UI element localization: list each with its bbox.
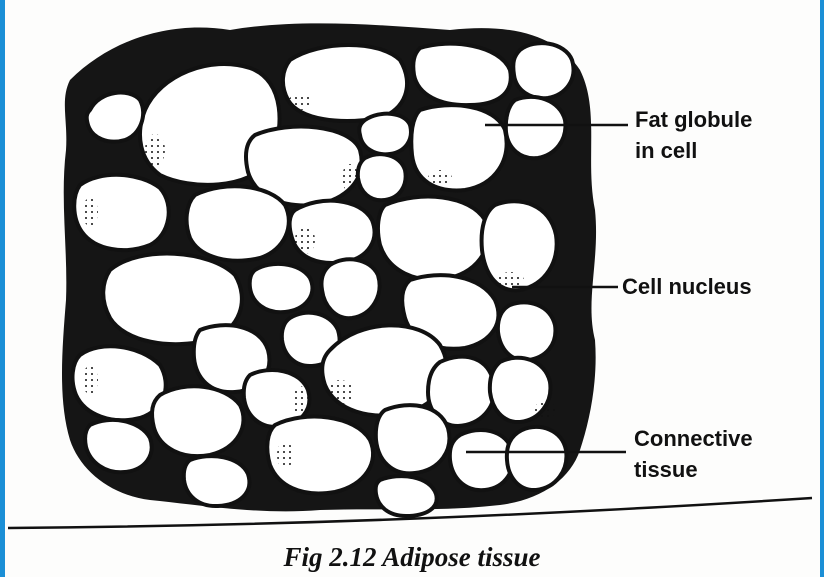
fat-cell [247,261,315,315]
fat-cell [265,414,376,496]
fat-cell [319,257,382,321]
label-fat-globule-line2: in cell [635,138,697,163]
fat-cell [357,111,413,157]
caption-divider-line [7,496,813,530]
fat-cell [373,474,439,519]
label-connective-line1: Connective [634,426,753,451]
nucleus [326,380,354,404]
label-cell-nucleus: Cell nucleus [622,274,752,299]
nucleus [145,134,165,166]
fat-cell [373,403,452,476]
fat-cell [511,41,576,101]
label-fat-globule-line1: Fat globule [635,107,752,132]
cell-nuclei [82,94,555,469]
fat-cell [83,417,154,475]
fat-cell [150,384,246,459]
fat-cell [279,310,342,369]
label-connective-line2: tissue [634,457,698,482]
fat-cell [495,300,558,363]
fat-cell [504,424,569,492]
nucleus [496,272,524,288]
fat-cell [487,355,553,424]
nucleus [295,226,315,254]
fat-cell [409,103,509,193]
nucleus [277,441,293,469]
nucleus [82,198,98,226]
nucleus [428,170,452,186]
fat-cell [411,41,513,108]
fat-cells [70,41,576,519]
fat-cell [479,199,559,293]
left-frame-border [0,0,5,577]
fat-cell [72,172,171,253]
nucleus [535,400,555,420]
fat-cell [447,428,516,493]
fat-cell [375,194,491,282]
right-frame-border [820,0,824,577]
fat-cell [181,454,252,509]
fat-cell [84,90,146,144]
fat-cell [184,184,291,263]
nucleus [342,164,358,192]
fat-cell [503,94,568,161]
nucleus [82,366,98,394]
fat-cell [400,273,501,351]
figure-caption: Fig 2.12 Adipose tissue [282,542,540,572]
nucleus [292,386,308,414]
nucleus [288,94,312,110]
fat-cell [355,152,408,203]
fat-cell [425,354,497,429]
leader-lines [466,123,628,454]
fat-cell [70,344,168,423]
